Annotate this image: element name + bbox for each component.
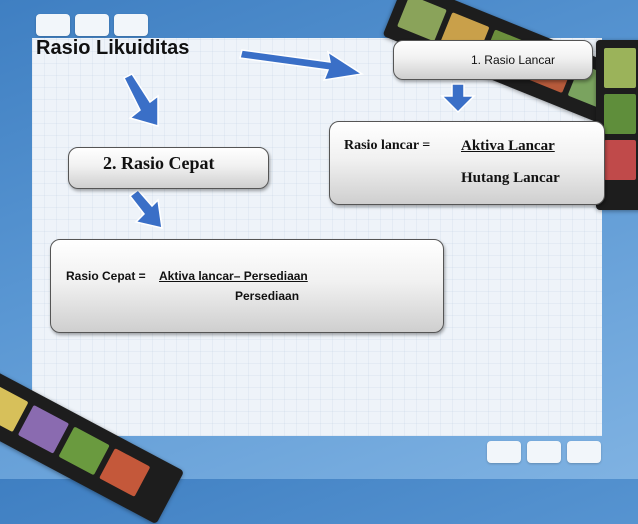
page-title: Rasio Likuiditas — [36, 37, 190, 59]
formula-cepat-denominator: Persediaan — [235, 289, 300, 303]
bottom-tab-3 — [567, 441, 601, 463]
rasio-cepat-label: 2. Rasio Cepat — [103, 153, 215, 173]
rasio-lancar-label: 1. Rasio Lancar — [470, 53, 556, 67]
top-tab-2 — [75, 14, 109, 36]
content-panel — [32, 38, 602, 436]
formula-lancar-lhs: Rasio lancar = — [344, 138, 431, 153]
film-strip-right — [596, 40, 638, 210]
arrow-title-to-lancar — [239, 49, 365, 81]
top-tab-1 — [36, 14, 70, 36]
formula-cepat-box: Rasio Cepat = Aktiva lancar– Persediaan … — [50, 239, 444, 333]
arrow-title-to-cepat — [122, 73, 159, 127]
rasio-cepat-box: 2. Rasio Cepat — [68, 147, 269, 189]
formula-lancar-box: Rasio lancar = Aktiva Lancar Hutang Lanc… — [329, 121, 605, 205]
rasio-lancar-box: 1. Rasio Lancar — [393, 40, 593, 80]
bottom-tab-1 — [487, 441, 521, 463]
arrow-down-to-formula-lancar — [440, 83, 476, 114]
formula-cepat-numerator: Aktiva lancar– Persediaan — [159, 269, 308, 283]
formula-lancar-numerator: Aktiva Lancar — [461, 138, 555, 154]
arrow-down-to-formula-cepat — [128, 188, 163, 229]
bottom-tab-2 — [527, 441, 561, 463]
formula-lancar-denominator: Hutang Lancar — [461, 170, 560, 186]
formula-cepat-lhs: Rasio Cepat = — [66, 269, 146, 283]
top-tab-3 — [114, 14, 148, 36]
